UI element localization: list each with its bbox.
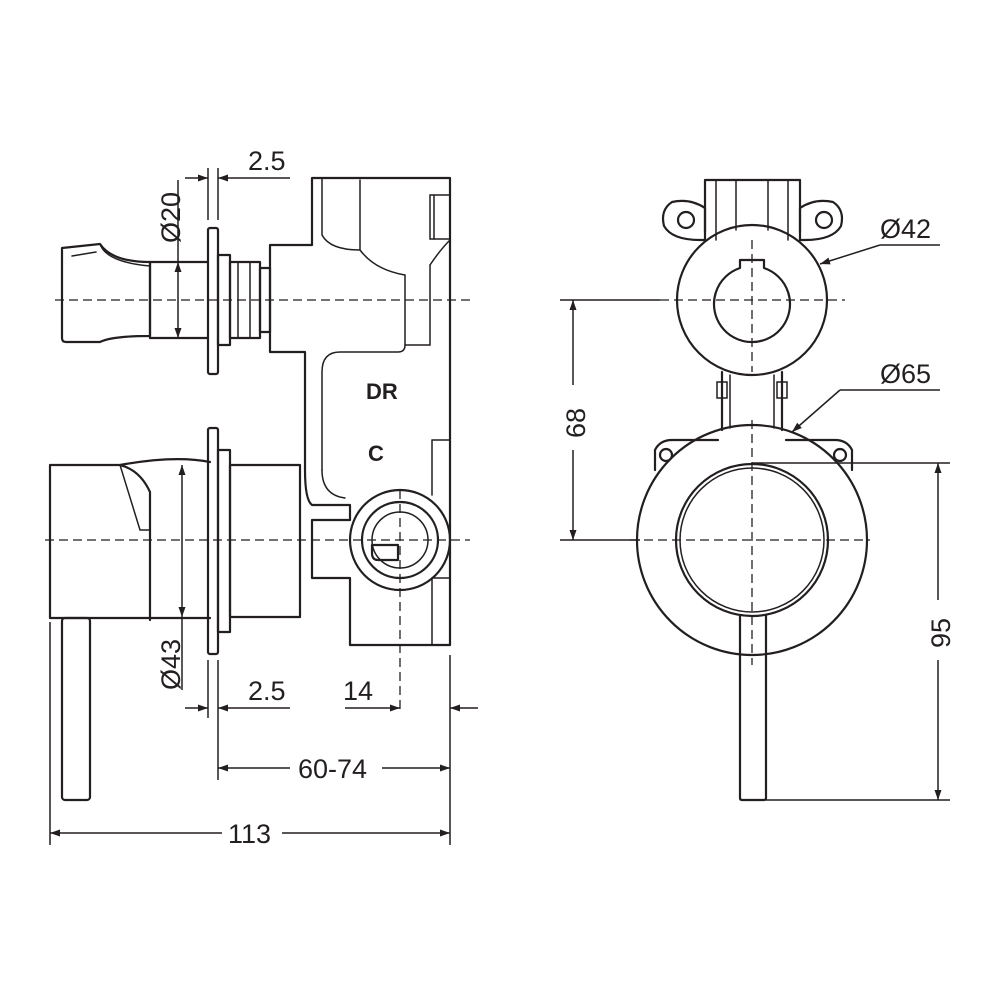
dim-label-2-5-top: 2.5 (248, 146, 286, 176)
dim-68: 68 (560, 299, 660, 541)
dim-d42: Ø42 (819, 214, 940, 265)
mark-c: C (368, 441, 384, 466)
front-view: Ø42 Ø65 68 95 (560, 178, 956, 802)
diverter-handle (60, 226, 272, 376)
connecting-body (716, 370, 788, 432)
valve-body (268, 176, 452, 647)
side-view: DR C 2.5 Ø20 (45, 146, 478, 849)
dim-label-d42: Ø42 (880, 214, 931, 244)
dim-label-2-5-bottom: 2.5 (248, 676, 286, 706)
bottom-bracket (653, 438, 854, 472)
dim-2-5-bottom: 2.5 (185, 660, 290, 780)
dim-label-113: 113 (228, 819, 271, 849)
mixer-lever (48, 426, 302, 802)
dim-95: 95 (752, 462, 956, 801)
dim-d65: Ø65 (791, 359, 940, 433)
mark-dr: DR (366, 379, 398, 404)
dim-label-60-74: 60-74 (298, 754, 367, 784)
dim-label-14: 14 (343, 676, 373, 706)
dim-d20: Ø20 (156, 180, 186, 338)
dim-label-d43: Ø43 (156, 639, 186, 690)
dim-2-5-top: 2.5 (185, 146, 290, 220)
dim-label-95: 95 (926, 618, 956, 648)
dim-label-d20: Ø20 (156, 192, 186, 243)
dim-60-74: 60-74 (218, 754, 450, 784)
dim-d43: Ø43 (156, 465, 186, 690)
dim-label-d65: Ø65 (880, 359, 931, 389)
dim-113: 113 (49, 622, 450, 849)
dim-label-68: 68 (561, 408, 591, 438)
dim-14: 14 (343, 655, 478, 845)
top-bracket (661, 178, 844, 242)
